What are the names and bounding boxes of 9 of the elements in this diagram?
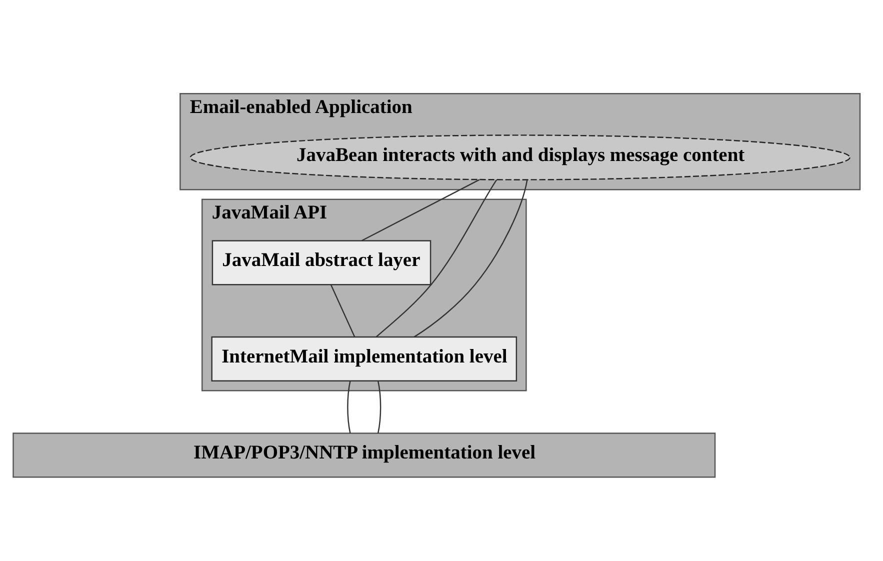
node-ellipse: JavaBean interacts with and displays message content (190, 134, 850, 180)
connector (376, 179, 498, 338)
node-box: JavaMail abstract layer (212, 240, 432, 286)
node-box: IMAP/POP3/NNTP implementation level (12, 432, 716, 478)
connector (330, 284, 356, 338)
connector (347, 380, 351, 434)
connector (377, 380, 382, 434)
connector (361, 179, 480, 242)
node-box: InternetMail implementation level (211, 336, 518, 382)
